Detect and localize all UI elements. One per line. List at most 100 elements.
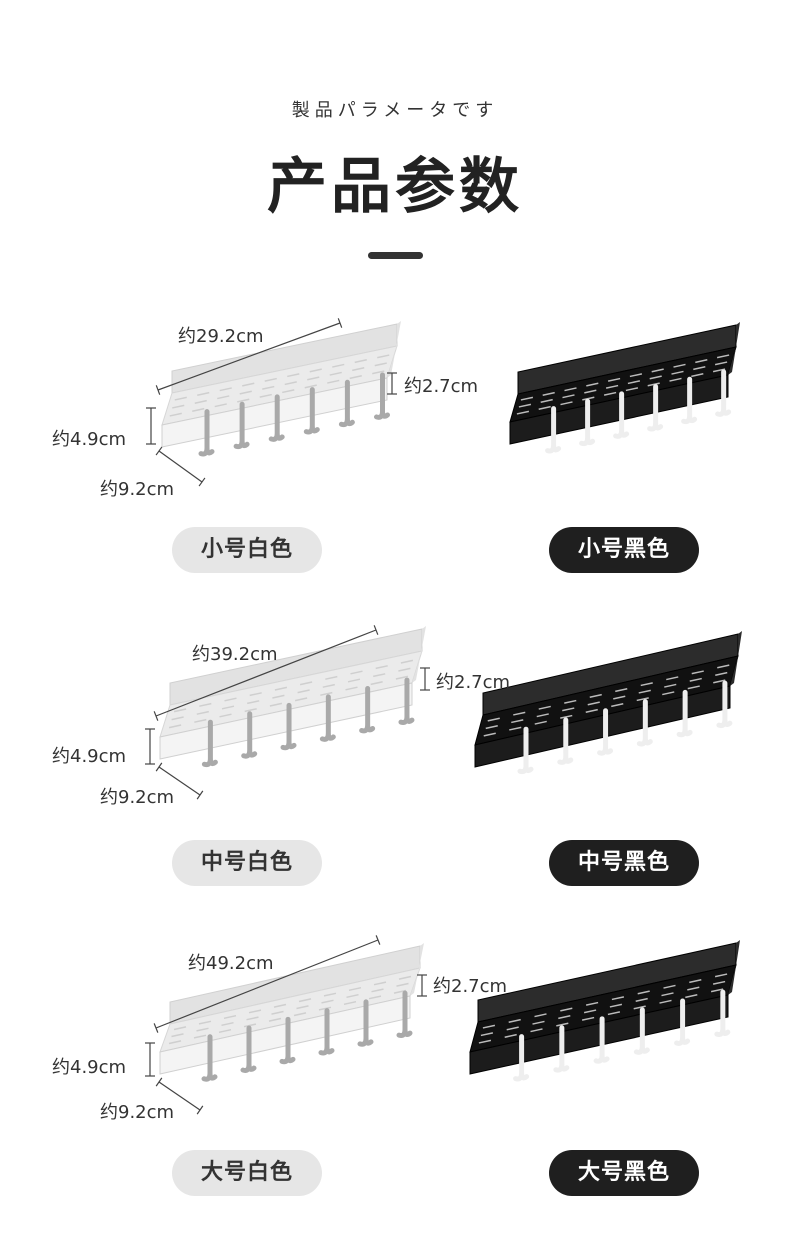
shelf-slot xyxy=(713,679,726,684)
depth-label-large: 约9.2cm xyxy=(100,1102,175,1123)
height-label-small: 约4.9cm xyxy=(52,429,127,450)
variant-medium-black[interactable]: 中号黑色 xyxy=(549,840,699,886)
shelf-slot xyxy=(504,1033,517,1038)
shelf-slot xyxy=(287,373,300,378)
shelf-slot xyxy=(693,366,706,371)
hook-icon xyxy=(396,990,413,1038)
shelf-slot xyxy=(242,382,255,387)
shelf-slot xyxy=(558,1015,571,1020)
shelf-slot xyxy=(666,676,679,681)
shelf-slot xyxy=(584,389,597,394)
shelf-side-wall xyxy=(387,321,401,378)
shelf-slot xyxy=(712,980,726,985)
shelf-slot xyxy=(635,997,648,1002)
hook-icon xyxy=(338,379,355,428)
shelf-slot xyxy=(513,711,526,716)
shelf-slot xyxy=(589,693,602,698)
lip-label-medium: 约2.7cm xyxy=(436,672,511,693)
shelf-slot xyxy=(605,384,619,389)
shelf-slot xyxy=(194,399,207,404)
hook-icon xyxy=(233,401,250,450)
shelf-slot xyxy=(329,371,342,376)
shelf-slot xyxy=(373,673,386,678)
depth-dimension xyxy=(158,766,201,796)
shelf-slot xyxy=(689,677,702,682)
depth-label-medium: 约9.2cm xyxy=(100,787,175,808)
variant-small-white[interactable]: 小号白色 xyxy=(172,527,322,573)
hook-icon xyxy=(681,376,698,425)
shelf-slot xyxy=(249,692,262,697)
shelf-slot xyxy=(304,384,317,389)
shelf-slot xyxy=(348,986,362,992)
shelf-slot xyxy=(239,390,252,395)
shelf-slot xyxy=(691,670,704,675)
length-dimension-tick xyxy=(155,385,161,395)
shelf-slot xyxy=(244,708,257,713)
shelf-slot xyxy=(509,726,522,731)
shelf-slot xyxy=(345,686,358,691)
depth-dimension xyxy=(158,1081,201,1111)
shelf-slot xyxy=(560,401,573,406)
shelf-slot xyxy=(343,1000,357,1006)
hook-icon xyxy=(318,1008,335,1056)
shelf-slot xyxy=(347,678,361,683)
shelf-slot xyxy=(375,665,388,670)
shelf-slot xyxy=(714,361,728,366)
page-subtitle: 製品パラメータです xyxy=(291,100,499,121)
shelf-side-wall xyxy=(728,940,740,995)
shelf-slot xyxy=(370,681,383,686)
shelf-slot xyxy=(349,375,362,380)
hook-icon xyxy=(513,1034,530,1082)
hook-icon xyxy=(201,719,218,768)
shelf-slot xyxy=(248,1009,262,1014)
shelf-slot xyxy=(398,975,412,980)
variant-large-white[interactable]: 大号白色 xyxy=(172,1150,322,1196)
hook-icon xyxy=(280,702,297,751)
shelf-side-wall xyxy=(728,322,740,375)
shelf-slot xyxy=(714,973,728,978)
hook-icon xyxy=(303,387,320,435)
shelf-slot xyxy=(536,713,549,718)
shelf-slot xyxy=(487,717,500,722)
title-divider xyxy=(368,252,423,259)
shelf-side-wall xyxy=(730,631,742,686)
length-dimension-tick xyxy=(153,1023,159,1033)
height-label-large: 约4.9cm xyxy=(52,1057,127,1078)
shelf-slot xyxy=(217,395,230,400)
hook-icon xyxy=(553,1025,570,1073)
length-dimension xyxy=(157,322,341,391)
shelf-slot xyxy=(603,391,617,396)
shelf-slot xyxy=(627,380,641,385)
shelf-slot xyxy=(307,376,320,381)
shelf-slot xyxy=(564,387,577,392)
shelf-slot xyxy=(633,1005,646,1010)
shelf-slot xyxy=(480,1032,494,1037)
variant-medium-white[interactable]: 中号白色 xyxy=(172,840,322,886)
shelf-slot xyxy=(687,685,700,690)
shelf-slot xyxy=(640,682,653,687)
shelf-slot xyxy=(478,1039,492,1044)
shelf-slot xyxy=(373,981,387,986)
shelf-slot xyxy=(398,667,411,672)
shelf-slot xyxy=(400,659,414,664)
shelf-slot xyxy=(264,377,277,382)
shelf-slot xyxy=(671,370,684,375)
shelf-slot xyxy=(583,1009,597,1014)
hook-icon xyxy=(715,369,732,417)
shelf-slot xyxy=(534,1013,547,1018)
variant-small-black[interactable]: 小号黑色 xyxy=(549,527,699,573)
shelf-slot xyxy=(659,999,672,1004)
shelf-slot xyxy=(585,708,598,713)
shelf-slot xyxy=(615,688,628,693)
shelf-slot xyxy=(586,382,599,387)
depth-dimension-tick xyxy=(155,446,163,456)
hook-icon xyxy=(241,711,258,759)
shelf-slot xyxy=(221,1021,234,1027)
hook-icon xyxy=(674,998,691,1046)
shelf-slot xyxy=(607,1011,621,1016)
shelf-slot xyxy=(224,697,237,702)
variant-large-black[interactable]: 大号黑色 xyxy=(549,1150,699,1196)
shelf-slot xyxy=(174,396,187,401)
shelf-slot xyxy=(262,385,275,390)
